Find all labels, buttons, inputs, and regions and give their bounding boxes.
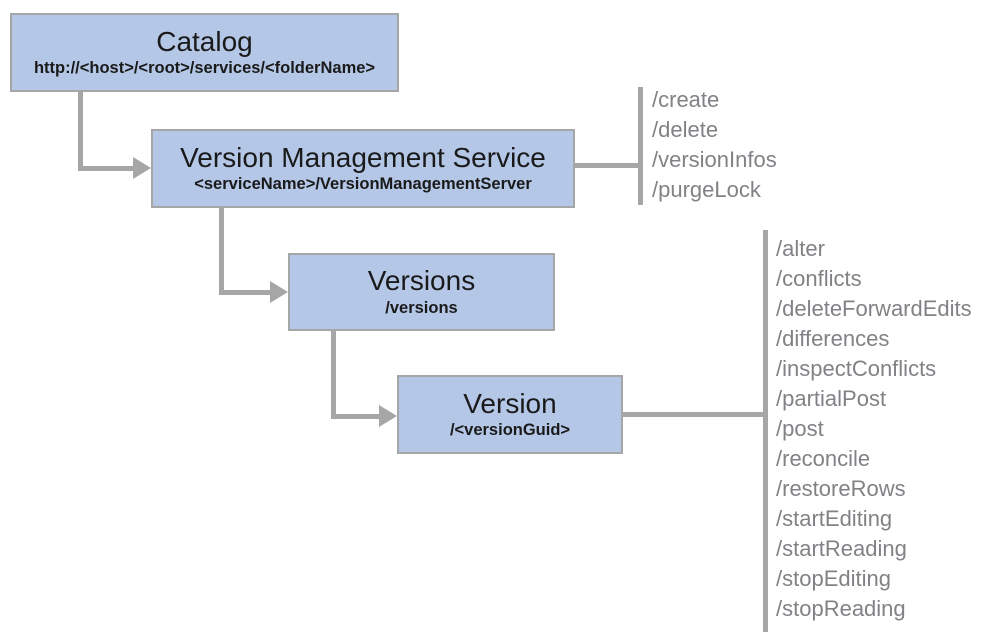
operation-label: /delete [652,117,719,142]
node-catalog: Catalog http://<host>/<root>/services/<f… [10,13,399,92]
node-versions: Versions /versions [288,253,555,331]
operation-label: /startEditing [776,506,893,531]
operations-list-version: /alter/conflicts/deleteForwardEdits/diff… [776,234,972,624]
connector-catalog-to-vms-vertical [78,92,83,168]
operation-label: /post [776,416,824,441]
arrowhead-icon [270,281,288,303]
node-versions-url: /versions [385,298,458,317]
operation-label: /create [652,87,720,112]
node-catalog-url: http://<host>/<root>/services/<folderNam… [33,59,376,78]
connector-vms-to-versions-vertical [219,208,224,292]
connector-vms-to-operations [575,163,638,168]
operation-label: /differences [776,326,890,351]
operation-label: /startReading [776,536,907,561]
operation-label: /inspectConflicts [776,356,937,381]
operation-label: /alter [776,236,825,261]
node-vms-title: Version Management Service [180,141,546,173]
node-catalog-title: Catalog [156,25,253,57]
node-version-url: /<versionGuid> [449,421,571,440]
operation-label: /versionInfos [652,147,777,172]
operation-label: /deleteForwardEdits [776,296,972,321]
operation-label: /reconcile [776,446,871,471]
operations-bracket-vms [638,87,643,205]
operation-label: /partialPost [776,386,887,411]
arrowhead-icon [133,157,151,179]
operation-label: /stopEditing [776,566,891,591]
operation-label: /conflicts [776,266,862,291]
operations-list-vms: /create/delete/versionInfos/purgeLock [652,85,777,205]
operation-label: /purgeLock [652,177,761,202]
operations-bracket-version [763,230,768,632]
connector-catalog-to-vms-horizontal [78,166,134,171]
node-versions-title: Versions [367,265,476,297]
connector-versions-to-version-horizontal [331,414,380,419]
connector-vms-to-versions-horizontal [219,290,271,295]
connector-version-to-operations [623,412,763,417]
connector-versions-to-version-vertical [331,330,336,417]
node-version-management-service: Version Management Service <serviceName>… [151,129,575,208]
node-version-title: Version [463,387,557,419]
node-vms-url: <serviceName>/VersionManagementServer [194,175,532,194]
node-version: Version /<versionGuid> [397,375,623,454]
operation-label: /stopReading [776,596,906,621]
operation-label: /restoreRows [776,476,906,501]
arrowhead-icon [379,405,397,427]
